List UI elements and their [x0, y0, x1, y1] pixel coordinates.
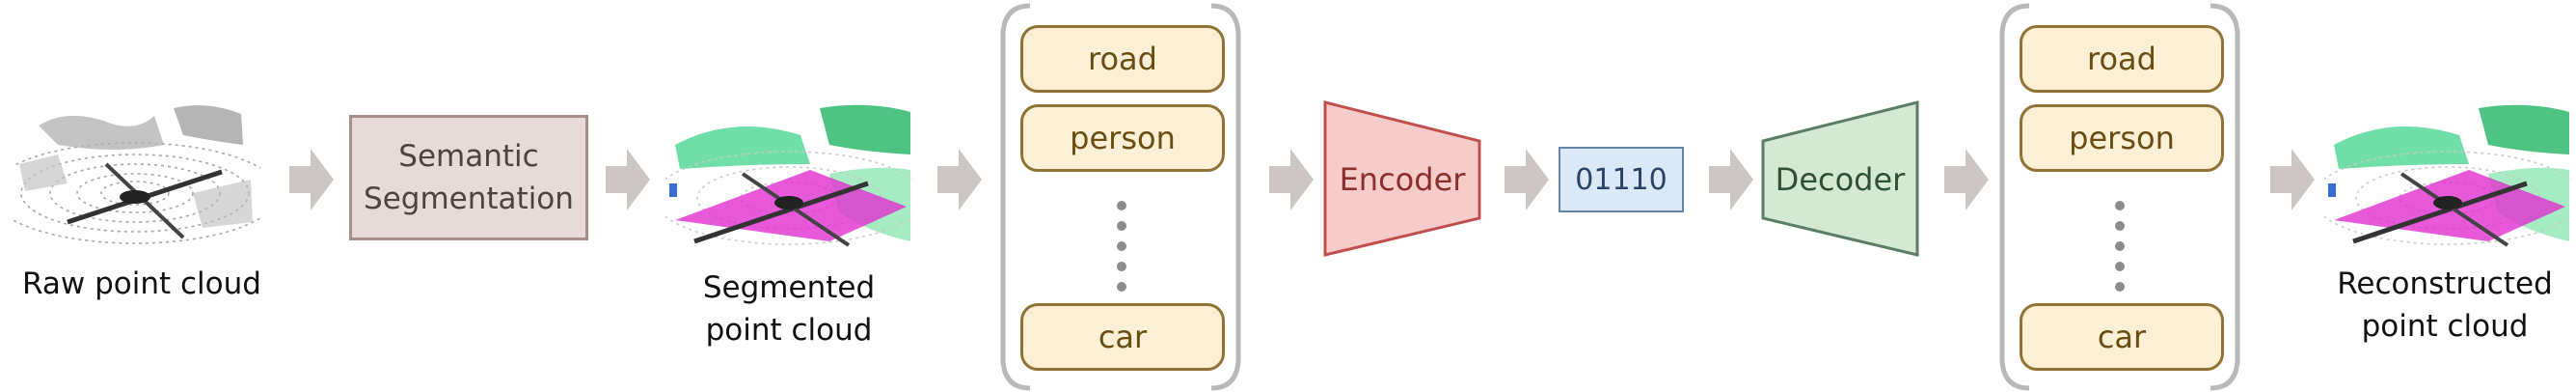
semantic-segmentation-box: Semantic Segmentation: [349, 115, 588, 240]
flow-arrow: [289, 149, 334, 210]
reconstructed-label-line2: point cloud: [2361, 309, 2529, 344]
left-class-road: road: [1020, 25, 1225, 93]
flow-arrow: [2270, 149, 2315, 210]
flow-arrow: [1505, 149, 1549, 210]
encoder-shape: [1323, 100, 1481, 257]
segmented-label-line2: point cloud: [705, 313, 873, 348]
semantic-segmentation-label-line2: Segmentation: [364, 182, 574, 216]
segmented-point-cloud-label: Segmented point cloud: [665, 266, 912, 351]
flow-arrow: [1709, 149, 1753, 210]
left-class-person: person: [1020, 104, 1225, 172]
right-group-bracket-right: [2210, 3, 2240, 391]
decoder-shape: [1761, 100, 1919, 257]
encoder-label: Encoder: [1339, 161, 1466, 198]
flow-arrow: [937, 149, 982, 210]
raw-point-cloud-label: Raw point cloud: [22, 266, 261, 301]
flow-arrow: [1944, 149, 1989, 210]
left-group-ellipsis: [1117, 201, 1126, 292]
reconstructed-label-line1: Reconstructed: [2337, 266, 2553, 301]
left-group-bracket-right: [1210, 3, 1241, 391]
semantic-segmentation-label-line1: Semantic: [398, 139, 539, 174]
flow-arrow: [1269, 149, 1314, 210]
left-group-bracket-left: [1000, 3, 1031, 391]
right-class-person: person: [2020, 104, 2224, 172]
right-class-car: car: [2020, 303, 2224, 371]
right-class-road: road: [2020, 25, 2224, 93]
bitstream-box: 01110: [1559, 147, 1684, 212]
reconstructed-point-cloud-label: Reconstructed point cloud: [2318, 263, 2571, 348]
left-class-car: car: [1020, 303, 1225, 371]
flow-arrows: [289, 149, 2315, 210]
raw-point-cloud-image: [14, 100, 260, 255]
reconstructed-point-cloud-image: [2324, 100, 2571, 255]
segmented-label-line1: Segmented: [702, 270, 876, 305]
segmented-point-cloud-image: [665, 100, 912, 255]
decoder-label: Decoder: [1775, 161, 1906, 198]
right-group-bracket-left: [1999, 3, 2030, 391]
flow-arrow: [606, 149, 650, 210]
right-group-ellipsis: [2115, 201, 2125, 292]
